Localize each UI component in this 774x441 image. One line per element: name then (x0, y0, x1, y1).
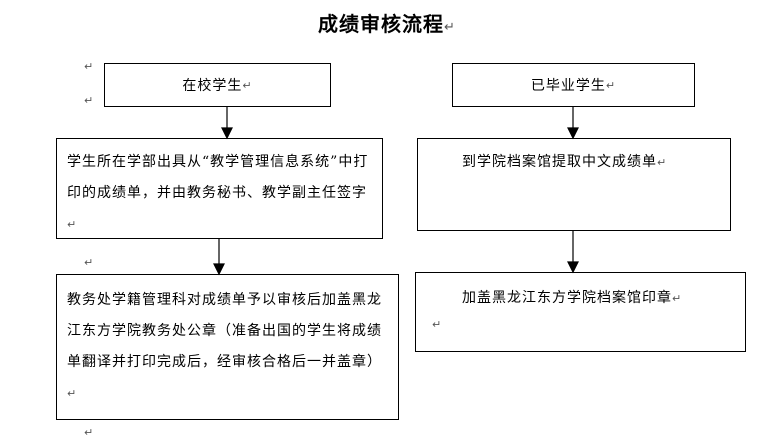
paragraph-mark: ↵ (67, 218, 78, 231)
paragraph-mark: ↵ (84, 426, 94, 439)
box-archives-stamp-text: 加盖黑龙江东方学院档案馆印章 (462, 290, 672, 306)
arrowhead-right-2 (567, 261, 579, 274)
box-current-students-label: 在校学生 (182, 78, 243, 94)
box-archives-transcript: 到学院档案馆提取中文成绩单↵ (417, 138, 731, 231)
paragraph-mark: ↵ (67, 387, 78, 400)
box-registrar-review: 教务处学籍管理科对成绩单予以审核后加盖黑龙江东方学院教务处公章（准备出国的学生将… (56, 274, 399, 420)
box-department-transcript-text: 学生所在学部出具从“教学管理信息系统”中打印的成绩单，并由教务秘书、教学副主任签… (67, 154, 369, 201)
page-title: 成绩审核流程↵ (318, 12, 456, 36)
box-archives-stamp: 加盖黑龙江东方学院档案馆印章↵ ↵ (415, 272, 746, 352)
paragraph-mark: ↵ (672, 292, 683, 305)
box-current-students: 在校学生↵ (104, 63, 331, 107)
paragraph-mark: ↵ (84, 60, 94, 73)
box-registrar-review-text: 教务处学籍管理科对成绩单予以审核后加盖黑龙江东方学院教务处公章（准备出国的学生将… (67, 292, 382, 370)
paragraph-mark: ↵ (444, 20, 456, 35)
paragraph-mark: ↵ (84, 256, 94, 269)
paragraph-mark: ↵ (84, 94, 94, 107)
arrowhead-left-1 (221, 127, 233, 140)
box-department-transcript: 学生所在学部出具从“教学管理信息系统”中打印的成绩单，并由教务秘书、教学副主任签… (56, 138, 383, 239)
box-archives-transcript-text: 到学院档案馆提取中文成绩单 (462, 154, 657, 170)
box-graduates-label: 已毕业学生 (530, 78, 606, 94)
arrowhead-left-2 (213, 263, 225, 276)
paragraph-mark: ↵ (657, 156, 668, 169)
paragraph-mark: ↵ (242, 78, 253, 92)
arrowhead-right-1 (567, 127, 579, 140)
paragraph-mark: ↵ (605, 78, 617, 92)
paragraph-mark: ↵ (432, 318, 443, 331)
box-graduates: 已毕业学生↵ (452, 63, 695, 107)
